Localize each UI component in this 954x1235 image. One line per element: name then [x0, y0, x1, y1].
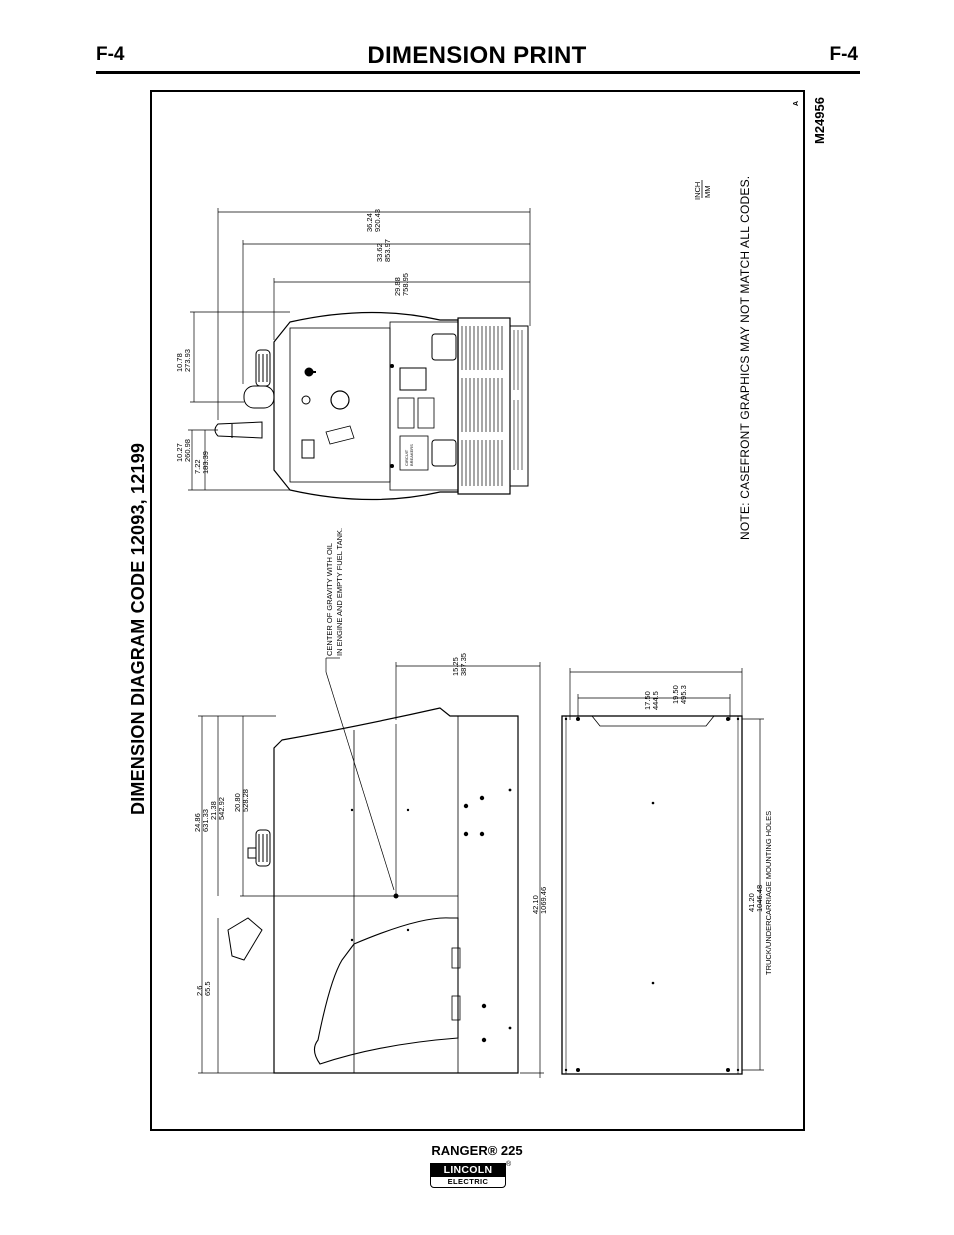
- page-code-right: F-4: [829, 44, 859, 65]
- page-code-left: F-4: [96, 44, 125, 65]
- header-rule: [96, 71, 860, 74]
- cg-note-line-1: CENTER OF GRAVITY WITH OIL: [325, 542, 334, 656]
- front-view-dimension-lines: [188, 208, 531, 491]
- mounting-holes-note: TRUCK/UNDERCARRIAGE MOUNTING HOLES: [764, 810, 773, 975]
- diagram-title: DIMENSION DIAGRAM CODE 12093, 12199: [128, 442, 148, 815]
- bottom-view-dimension-lines: [569, 668, 764, 1071]
- units-mm: MM: [703, 185, 712, 199]
- units-inch: INCH: [693, 181, 702, 200]
- logo-registered-mark: ®: [506, 1161, 512, 1168]
- casefront-note: NOTE: CASEFRONT GRAPHICS MAY NOT MATCH A…: [738, 175, 752, 540]
- footer-model-name: RANGER® 225: [431, 1143, 523, 1158]
- page-title: DIMENSION PRINT: [367, 42, 587, 69]
- drawing-number: M24956: [812, 97, 827, 144]
- side-view-dimension-lines: [198, 657, 544, 1078]
- revision-letter: A: [793, 100, 800, 106]
- cg-note-line-2: IN ENGINE AND EMPTY FUEL TANK.: [335, 527, 344, 656]
- drawing-frame: [150, 90, 805, 1131]
- bottom-view: [561, 715, 743, 1075]
- logo-bottom-text: ELECTRIC: [430, 1176, 506, 1188]
- side-view: [227, 707, 519, 1074]
- front-view: [214, 311, 529, 501]
- lincoln-electric-logo: LINCOLN ELECTRIC ®: [428, 1161, 512, 1189]
